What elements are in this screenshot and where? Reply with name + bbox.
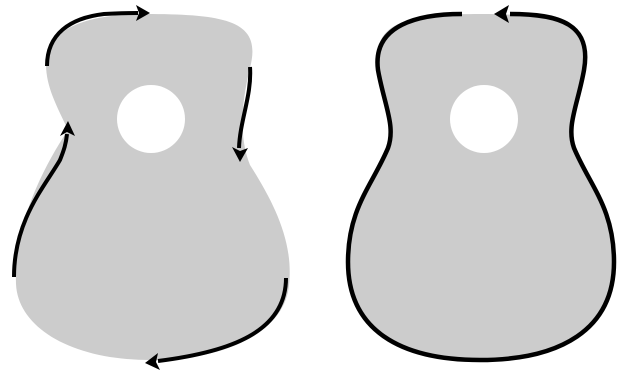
left-guitar-body bbox=[16, 14, 290, 360]
right-guitar-body bbox=[348, 14, 614, 360]
right-panel bbox=[348, 5, 614, 360]
right-sound-hole bbox=[450, 85, 518, 153]
left-sound-hole bbox=[117, 85, 185, 153]
left-panel bbox=[14, 5, 290, 370]
